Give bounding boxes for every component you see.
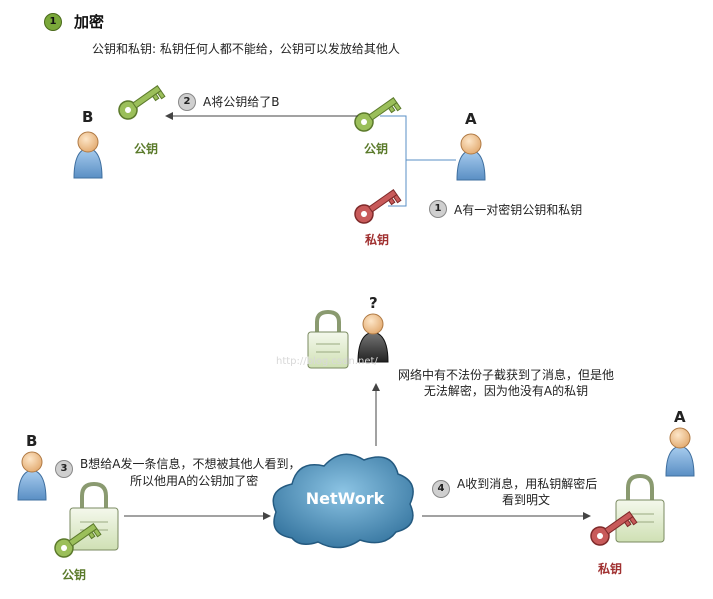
- step3-text-line1: B想给A发一条信息，不想被其他人看到，: [80, 457, 301, 471]
- private-key-icon-a: [354, 189, 402, 224]
- person-b-label: B: [82, 108, 94, 126]
- page-title: 加密: [74, 13, 105, 31]
- subtitle: 公钥和私钥: 私钥任何人都不能给，公钥可以发放给其他人: [92, 42, 400, 56]
- person-b-icon: [73, 131, 103, 179]
- person-b-bottom-icon: [17, 451, 47, 501]
- key-pair-bracket: [380, 115, 407, 207]
- public-key-bottom-label: 公钥: [62, 568, 87, 582]
- step4-text-line1: A收到消息，用私钥解密后: [457, 477, 598, 491]
- step2-text: A将公钥给了B: [203, 95, 280, 109]
- interceptor-icon: [357, 313, 389, 363]
- step-badge-4: 4: [432, 480, 450, 498]
- public-key-icon-b: [118, 85, 166, 120]
- network-cloud-icon: [272, 453, 414, 549]
- person-a-bottom-icon: [665, 427, 695, 477]
- decrypt-lock-icon-a: [615, 473, 665, 543]
- person-b-bottom-label: B: [26, 432, 38, 450]
- person-a-label: A: [465, 110, 477, 128]
- network-label: NetWork: [305, 489, 385, 508]
- public-key-label-b: 公钥: [134, 142, 159, 156]
- step1-text: A有一对密钥公钥和私钥: [454, 203, 583, 217]
- intercepted-lock-icon: [307, 309, 349, 369]
- step-badge-1b: 1: [429, 200, 447, 218]
- step-badge-1: 1: [44, 13, 62, 31]
- private-key-label-a: 私钥: [365, 233, 390, 247]
- person-a-bottom-label: A: [674, 408, 686, 426]
- private-key-icon-bottom: [590, 511, 638, 546]
- private-key-bottom-label: 私钥: [598, 562, 623, 576]
- step3-text-line2: 所以他用A的公钥加了密: [130, 474, 259, 488]
- unknown-mark: ?: [369, 294, 378, 312]
- watermark: http://blog.csdn.net/: [276, 356, 378, 367]
- person-a-icon: [456, 133, 486, 181]
- public-key-icon-a: [354, 97, 402, 132]
- interceptor-text-line2: 无法解密，因为他没有A的私钥: [423, 384, 589, 398]
- interceptor-text-line1: 网络中有不法份子截获到了消息，但是他: [397, 368, 614, 382]
- public-key-label-a: 公钥: [364, 142, 389, 156]
- step4-text-line2: 看到明文: [502, 493, 551, 507]
- step-badge-2: 2: [178, 93, 196, 111]
- step-badge-3: 3: [55, 460, 73, 478]
- public-key-icon-bottom: [54, 523, 102, 558]
